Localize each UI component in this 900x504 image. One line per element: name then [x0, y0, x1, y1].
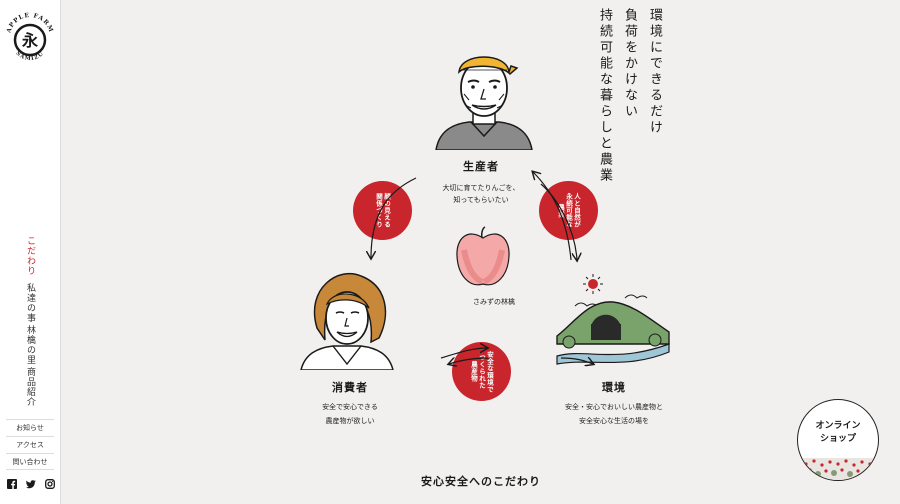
producer-desc-line-1: 大切に育てたりんごを、: [442, 184, 520, 192]
arrow-left-bottom: [489, 354, 509, 362]
circle-sustainable-line-2: 永続可能な: [564, 193, 573, 228]
instagram-icon[interactable]: [45, 479, 55, 489]
circle-sustainable-line-1: 人と自然が: [572, 193, 581, 228]
main-content: 環境にできるだけ 負荷をかけない 持続可能な暮らしと農業 生産者 大切に育てたり…: [61, 0, 900, 504]
access-link[interactable]: アクセス: [6, 436, 54, 453]
social-links: [7, 479, 55, 489]
farm-logo[interactable]: APPLE FARM 永 SAMIZU: [4, 4, 56, 70]
consumer-name: 消費者: [332, 381, 368, 394]
contact-link[interactable]: 問い合わせ: [6, 453, 54, 470]
nav-item-kodawari[interactable]: こだわり: [25, 236, 35, 276]
circle-safe-produce-line-1: 安全な環境で: [485, 350, 494, 393]
logo-mark: 永: [21, 31, 38, 50]
producer-illustration: [435, 56, 533, 150]
arrow-producer-to-consumer: [371, 177, 417, 258]
consumer-desc-line-1: 安全で安心できる: [322, 403, 378, 411]
circle-relationship-line-2: 関係づくり: [374, 193, 383, 228]
arrow-environment-to-producer: [533, 172, 572, 261]
arrow-to-consumer-bottom: [501, 357, 535, 359]
nav-item-about-us[interactable]: 私達の事: [25, 283, 35, 323]
section-title: 安心安全へのこだわり: [421, 475, 541, 488]
arrow-bottom-left-head: [449, 358, 490, 364]
tagline-line-1: 環境にできるだけ: [647, 8, 662, 136]
circle-sustainable-line-3: 農業: [556, 203, 565, 218]
news-link[interactable]: お知らせ: [6, 419, 54, 436]
environment-desc-line-1: 安全・安心でおいしい農産物と: [565, 403, 663, 411]
circle-relationship-line-1: 顔の見える: [382, 193, 391, 228]
consumer-desc-line-2: 農産物が欲しい: [325, 417, 375, 425]
apple-label: さみずの林檎: [473, 298, 515, 306]
consumer-illustration: [300, 272, 394, 370]
logo-bottom-text: SAMIZU: [15, 51, 45, 63]
sidebar: APPLE FARM 永 SAMIZU こだわり 私達の事 林檎の里 商品紹介 …: [0, 0, 61, 504]
nav-item-products[interactable]: 商品紹介: [25, 367, 35, 407]
arrow-bottom-left: [440, 348, 487, 359]
orchard-icon: [798, 458, 878, 480]
producer-name: 生産者: [463, 160, 499, 173]
producer-desc-line-2: 知ってもらいたい: [453, 196, 509, 204]
tagline-line-3: 持続可能な暮らしと農業: [597, 8, 612, 184]
arrow-consumer-side: [487, 360, 505, 362]
svg-text:SAMIZU: SAMIZU: [15, 51, 46, 63]
cycle-arrows: [331, 160, 631, 390]
environment-name: 環境: [602, 381, 626, 394]
circle-safe-produce-line-2: つくられた: [477, 354, 486, 389]
arrow-producer-to-environment: [540, 183, 577, 260]
circle-relationship: 顔の見える 関係づくり: [353, 181, 412, 240]
facebook-icon[interactable]: [7, 479, 17, 489]
online-shop-button[interactable]: オンライン ショップ: [797, 399, 879, 481]
tagline-line-2: 負荷をかけない: [622, 8, 637, 120]
environment-desc-line-2: 安全安心な生活の場を: [579, 417, 649, 425]
environment-illustration: [556, 274, 670, 365]
circle-safe-produce-line-3: 農産物: [469, 361, 478, 382]
arrow-bottom-right: [560, 358, 593, 364]
apple-illustration: [456, 226, 510, 286]
sub-nav: お知らせ アクセス 問い合わせ: [6, 419, 54, 470]
shop-label-line-1: オンライン: [815, 421, 861, 431]
twitter-icon[interactable]: [26, 479, 36, 489]
nav-item-apple-village[interactable]: 林檎の里: [25, 325, 35, 365]
arrow-consumer-to-producer: [377, 174, 421, 254]
shop-label-line-2: ショップ: [819, 434, 856, 444]
vertical-nav: こだわり 私達の事 林檎の里 商品紹介: [0, 236, 61, 416]
